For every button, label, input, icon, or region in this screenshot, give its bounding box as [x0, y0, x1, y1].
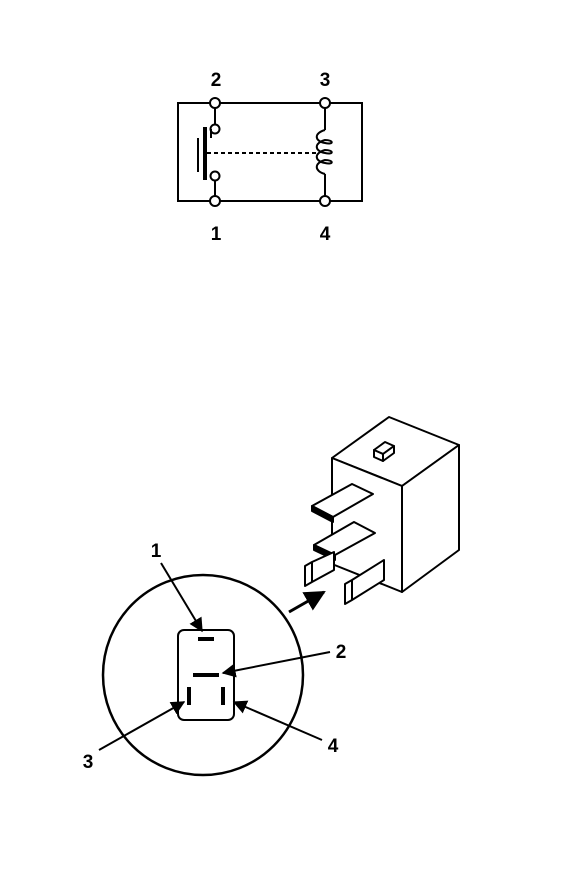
callout-leader-3 [98, 701, 186, 751]
callout-leader-2 [221, 651, 331, 678]
callout-label-1: 1 [151, 541, 162, 562]
zoom-arrow [288, 590, 326, 614]
relay-side-face [401, 444, 460, 593]
callout-leader-4 [232, 700, 323, 741]
pin-label-4: 4 [320, 224, 331, 245]
pin-label-2: 2 [211, 70, 222, 91]
connector-zoom [101, 573, 305, 777]
relay-key-side [382, 445, 395, 462]
relay-blade-lower-left [304, 551, 335, 587]
callout-label-2: 2 [336, 642, 347, 663]
callout-label-4: 4 [328, 736, 339, 757]
pin-label-3: 3 [320, 70, 331, 91]
relay-body [304, 416, 460, 605]
terminal-1 [209, 195, 221, 207]
callout-label-3: 3 [83, 752, 94, 773]
pin-label-1: 1 [211, 224, 222, 245]
terminal-4 [319, 195, 331, 207]
terminal-3 [319, 97, 331, 109]
switch-contact-lower [209, 170, 221, 182]
callout-leader-1 [160, 562, 203, 633]
coil-symbol [315, 129, 333, 175]
relay-schematic: 2 3 1 4 [177, 70, 363, 245]
zoom-circle [101, 573, 305, 777]
relay-blade-upper-edge [311, 505, 334, 523]
schematic-frame [177, 102, 363, 202]
terminal-2 [209, 97, 221, 109]
